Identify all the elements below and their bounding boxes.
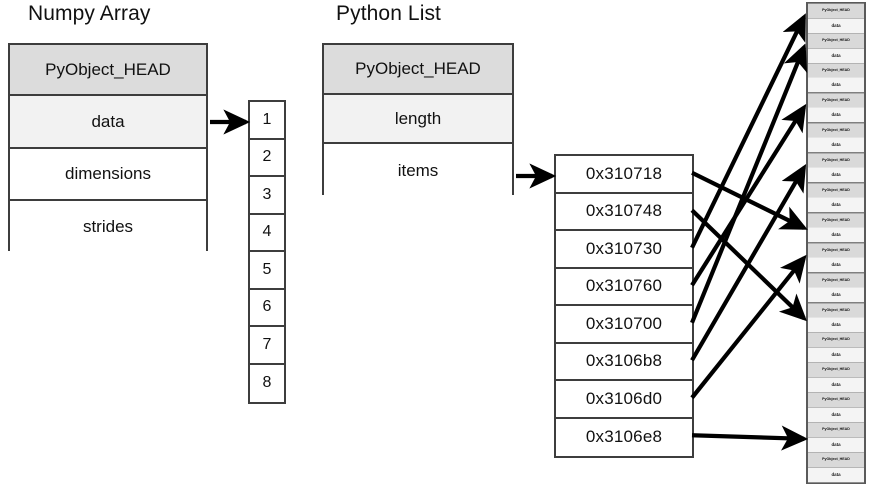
- pointer-row-8: 0x3106e8: [556, 418, 692, 456]
- pointer-row-1: 0x310718: [556, 156, 692, 194]
- buffer-cell-6: 6: [250, 289, 284, 327]
- numpy-row-strides: strides: [10, 201, 206, 253]
- numpy-row-pyobject-head: PyObject_HEAD: [10, 45, 206, 96]
- buffer-cell-3: 3: [250, 177, 284, 215]
- arrow-pointer-6-to-object-6: [690, 164, 807, 362]
- pointer-row-5: 0x310700: [556, 306, 692, 344]
- buffer-cell-2: 2: [250, 139, 284, 177]
- buffer-cell-4: 4: [250, 214, 284, 252]
- buffer-cell-7: 7: [250, 327, 284, 365]
- python-row-pyobject-head: PyObject_HEAD: [324, 45, 512, 95]
- arrow-pointer-8-to-object-15: [691, 425, 809, 451]
- arrow-pointer-4-to-object-4: [690, 103, 807, 287]
- python-list-title: Python List: [336, 2, 441, 25]
- pointer-row-4: 0x310760: [556, 268, 692, 306]
- buffer-cell-8: 8: [250, 364, 284, 402]
- arrow-pointer-1-to-object-8: [691, 170, 808, 230]
- pointer-row-3: 0x310730: [556, 231, 692, 269]
- buffer-cell-1: 1: [250, 102, 284, 140]
- pointer-row-7: 0x3106d0: [556, 381, 692, 419]
- pointer-row-2: 0x310748: [556, 193, 692, 231]
- python-row-length: length: [324, 95, 512, 144]
- numpy-array-title: Numpy Array: [28, 2, 151, 25]
- numpy-row-data: data: [10, 96, 206, 149]
- buffer-cell-5: 5: [250, 252, 284, 290]
- numpy-row-dimensions: dimensions: [10, 149, 206, 201]
- arrow-pointer-7-to-object-9: [690, 254, 807, 400]
- object-16-data: data: [808, 467, 864, 483]
- pointer-row-6: 0x3106b8: [556, 343, 692, 381]
- python-row-items: items: [324, 144, 512, 197]
- arrow-pointer-5-to-object-2: [690, 43, 808, 324]
